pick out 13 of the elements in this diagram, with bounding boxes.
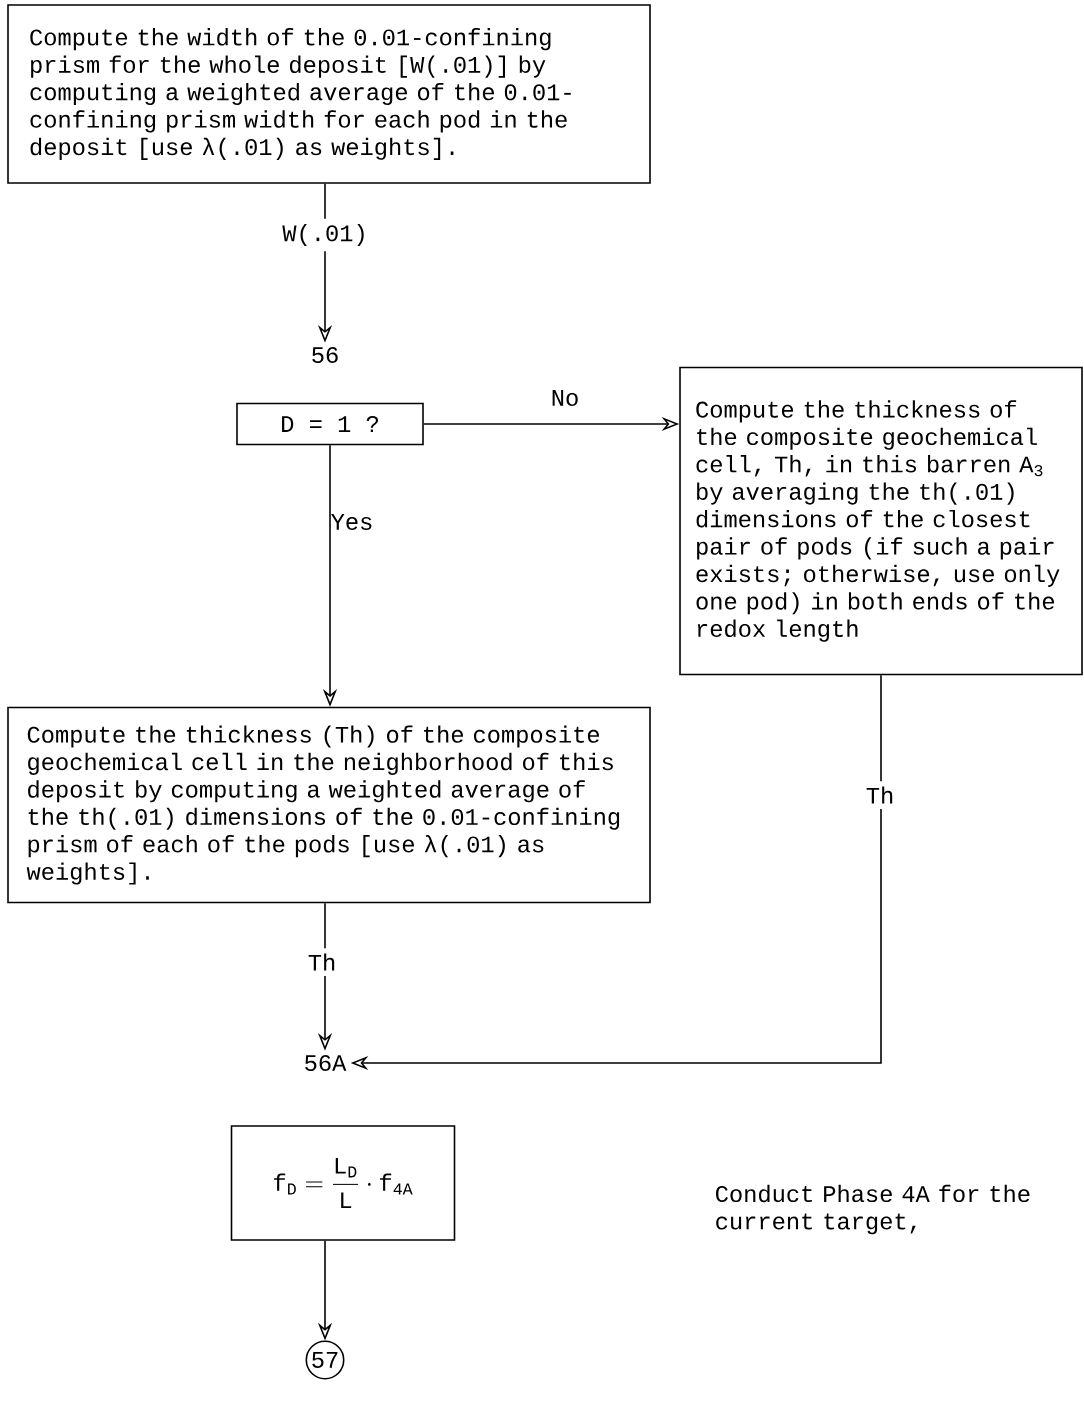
- process-box: Compute the thickness of the composite geochemical cell, Th, in this barren A$_{3}$ by averaging the th(.01) dimensions of the closest pair of pods (if such a pair exists; otherwise, use only one pod) in both ends of the redox length: [679, 366, 1083, 676]
- decision-box: D = 1 ?: [236, 402, 424, 446]
- note-text: Conduct Phase 4A for the current target,: [716, 1184, 1030, 1235]
- edge-label: Th: [302, 948, 342, 976]
- connector-label: 56A: [305, 1054, 347, 1072]
- edge-label: Th: [860, 781, 900, 809]
- connector-label: 56: [312, 346, 338, 364]
- edge-label: W(.01): [277, 218, 373, 252]
- formula-box: $\mathrm{f}_{\mathrm{D}} = \frac{\mathrm{L}_{\mathrm{D}}}{\mathrm{L}} \cdot \mathrm{f}_{\mathrm{4A}}$: [230, 1125, 456, 1241]
- process-box: Compute the thickness (Th) of the composite geochemical cell in the neighborhood of this deposit by computing a weighted average of the th(.01) dimensions of the 0.01-confining prism of each of the pods [use λ(.01) as weights].: [7, 706, 651, 904]
- edge-label: No: [552, 390, 578, 406]
- process-box: Compute the width of the 0.01-confining prism for the whole deposit [W(.01)] by computing a weighted average of the 0.01-confining prism width for each pod in the deposit [use λ(.01) as weights].: [7, 4, 651, 184]
- edge-label: Yes: [331, 514, 372, 530]
